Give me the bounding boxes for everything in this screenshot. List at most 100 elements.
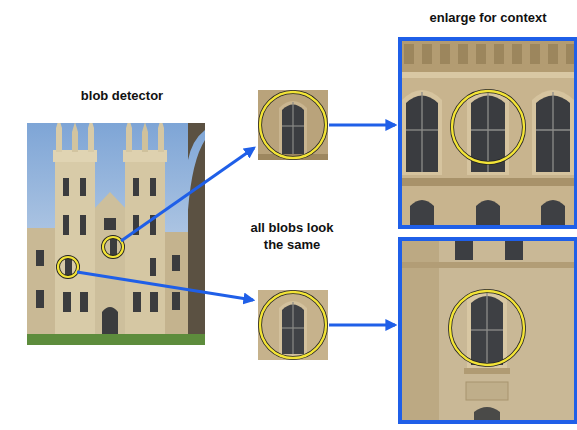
building-photo — [150, 292, 158, 312]
blob-patch — [258, 290, 328, 360]
building-photo — [142, 132, 148, 152]
building-photo — [150, 178, 156, 196]
context-image — [399, 238, 577, 423]
context-image — [421, 92, 422, 172]
context-frame — [400, 39, 576, 227]
building-photo — [27, 334, 205, 345]
building-photo — [56, 128, 62, 152]
context-frame — [400, 239, 576, 422]
building-photo — [158, 128, 164, 152]
building-photo — [172, 292, 180, 310]
context-image — [541, 200, 565, 228]
arrow — [121, 148, 254, 241]
context-image — [406, 129, 438, 130]
building-photo — [36, 290, 44, 308]
context-image — [476, 200, 500, 228]
building-photo — [72, 132, 78, 152]
context-image — [399, 38, 577, 228]
building-photo — [27, 228, 57, 338]
context-image — [399, 238, 577, 423]
blob-circle — [260, 292, 326, 358]
blob-circle — [260, 292, 326, 358]
building-photo — [88, 128, 94, 152]
blob-circle — [450, 291, 524, 365]
building-photo — [72, 123, 78, 132]
building-photo — [27, 123, 205, 345]
context-image — [440, 44, 450, 64]
context-image — [532, 90, 574, 175]
column-note: all blobs look the same — [244, 219, 340, 253]
context-image — [399, 178, 577, 186]
context-image — [487, 92, 488, 172]
building-photo — [55, 160, 95, 338]
context-image — [536, 129, 570, 130]
building-photo — [63, 292, 71, 312]
blob-circle — [452, 91, 524, 163]
context-image — [404, 44, 414, 64]
blob-patch — [282, 327, 304, 328]
building-photo — [88, 123, 94, 128]
context-image — [471, 129, 505, 130]
context-image — [486, 293, 487, 365]
building-photo — [133, 178, 139, 196]
blob-circle — [260, 92, 326, 158]
context-image — [402, 90, 442, 175]
context-image — [548, 44, 558, 64]
building-photo — [102, 307, 118, 338]
blob-circle — [103, 237, 123, 257]
context-image — [410, 200, 565, 228]
blob-circle — [452, 91, 524, 163]
building-photo — [158, 123, 164, 128]
building-photo — [65, 259, 72, 275]
context-image — [422, 44, 432, 64]
column-heading: blob detector — [81, 87, 163, 104]
blob-patch — [279, 101, 307, 156]
context-image — [399, 38, 577, 72]
building-photo — [188, 123, 205, 345]
context-image — [471, 329, 503, 330]
building-photo — [80, 292, 88, 312]
building-photo — [80, 178, 86, 196]
blob-circle — [260, 92, 326, 158]
arrow — [329, 124, 395, 127]
context-image — [552, 92, 553, 172]
building-photo — [36, 250, 44, 266]
context-image — [406, 92, 570, 172]
blob-circle — [58, 257, 78, 277]
blob-circle — [103, 237, 123, 257]
column-heading: enlarge for context — [429, 9, 546, 26]
context-image — [530, 44, 540, 64]
blob-patch — [292, 102, 293, 154]
building-photo — [63, 178, 69, 196]
building-photo — [56, 123, 62, 128]
building-photo — [36, 178, 180, 338]
building-photo — [104, 218, 116, 230]
blob-circle — [58, 257, 78, 277]
building-photo — [63, 215, 69, 235]
blob-circle — [58, 237, 123, 277]
blob-circle — [450, 291, 524, 365]
context-image — [399, 262, 577, 268]
context-image — [467, 290, 507, 368]
arrow — [77, 125, 395, 325]
context-image — [476, 44, 486, 64]
building-photo — [80, 215, 86, 235]
context-image — [512, 44, 522, 64]
blob-patch — [282, 125, 304, 126]
blob-circle — [450, 291, 524, 365]
context-image — [404, 44, 576, 64]
context-image — [399, 72, 577, 78]
building-photo — [126, 123, 132, 128]
building-photo — [150, 258, 156, 276]
blob-patch — [258, 90, 328, 160]
building-photo — [125, 160, 165, 338]
building-photo — [93, 192, 127, 338]
building-photo — [133, 292, 141, 312]
blob-circle — [260, 92, 326, 158]
building-photo — [126, 128, 132, 152]
context-image — [399, 38, 577, 228]
context-image — [505, 240, 523, 260]
context-image — [458, 44, 468, 64]
